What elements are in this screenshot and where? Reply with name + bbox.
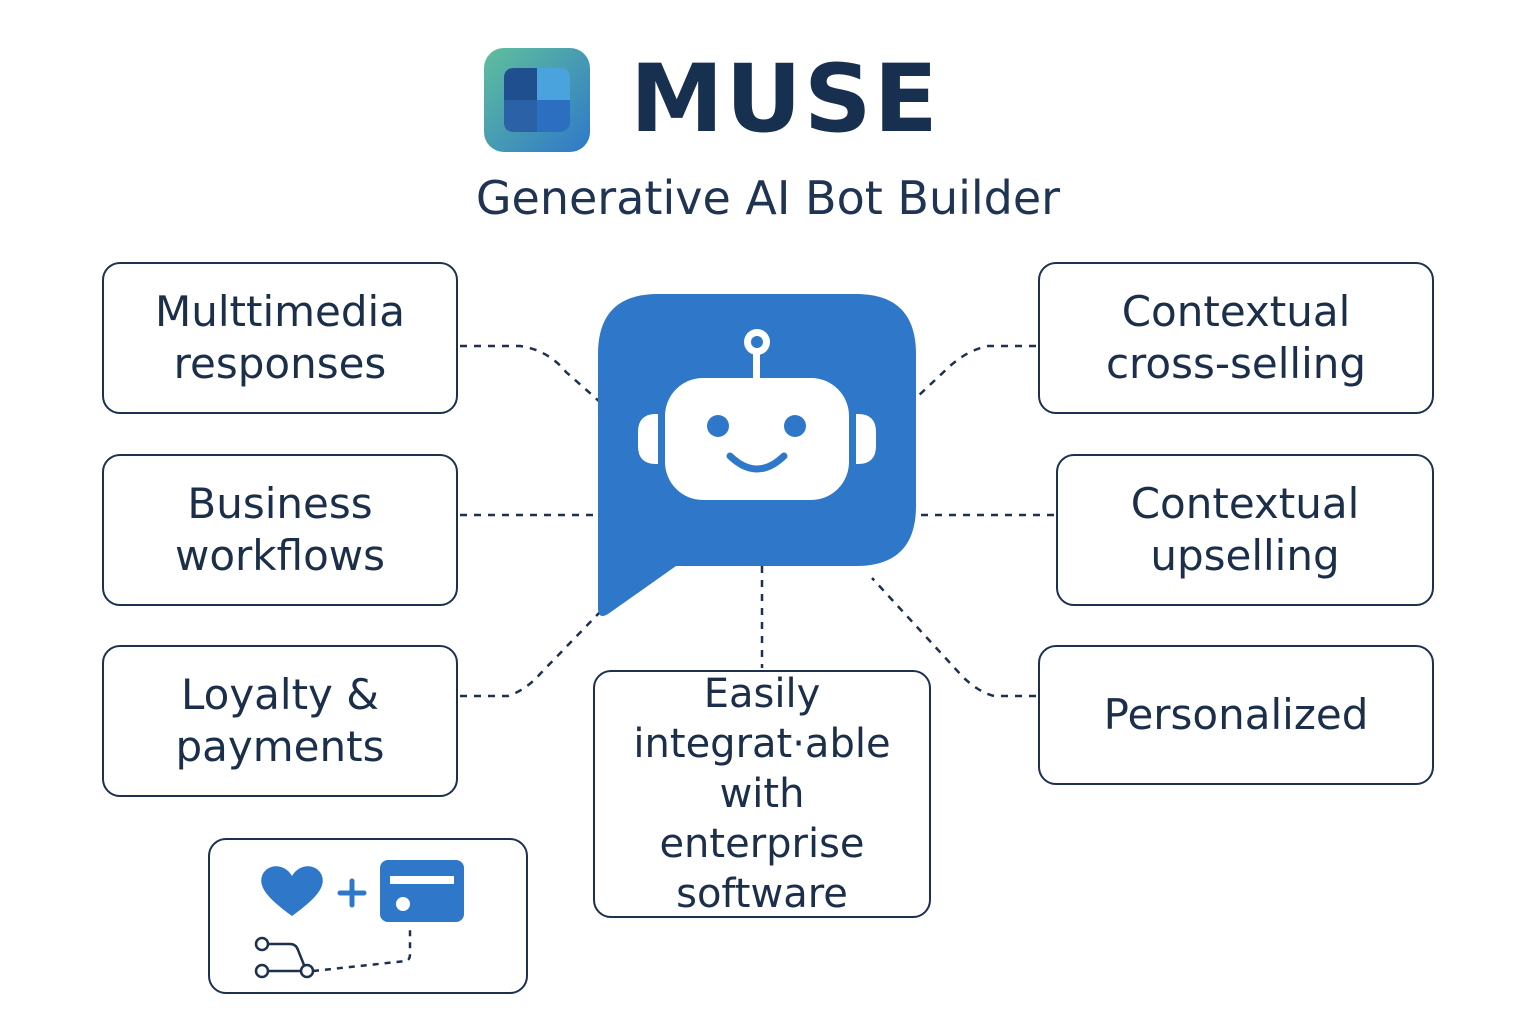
node-label: responses [173,339,387,388]
node-label: payments [175,722,385,771]
connector-personal [871,577,1036,698]
node-label: Loyalty & [180,670,380,719]
robot-icon [638,329,876,500]
robot-face [707,415,806,473]
loyalty-icon-card [208,838,528,994]
node-label: Personalized [1103,690,1369,739]
loyalty-icons [254,860,464,979]
node-label: Contextual [1130,479,1360,528]
node-label: workflows [174,531,386,580]
connector-loyalty [460,611,601,698]
connector-cross [915,344,1036,399]
node-label: cross-selling [1105,339,1367,388]
node-label: upselling [1150,531,1340,580]
node-label: Easily [703,671,821,717]
node-enterprise-integration: Easily integrat·able with enterprise sof… [593,670,931,918]
node-personalized: Personalized [1038,645,1434,785]
node-label: with enterprise [659,771,865,867]
credit-card-icon [380,860,464,922]
node-label: software [676,871,848,917]
node-label: Contextual [1121,287,1351,336]
node-label: integrat·able [633,721,891,767]
node-label: Multtimedia [155,287,405,336]
node-label: Business [187,479,373,528]
app-logo-icon [484,48,590,152]
flow-nodes-icon [254,926,412,979]
connector-multimedia [460,344,601,403]
heart-icon [261,866,323,916]
brand-tagline: Generative AI Bot Builder [475,171,1061,225]
brand-name: MUSE [630,45,940,154]
node-loyalty-payments: Loyalty &payments [102,645,458,797]
plus-icon [337,878,367,908]
